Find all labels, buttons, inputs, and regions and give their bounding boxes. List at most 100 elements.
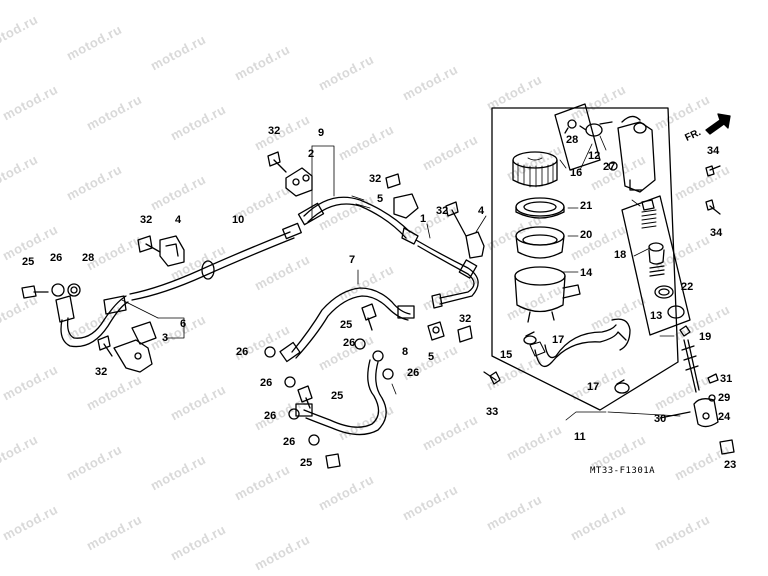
callout-28-left: 28 <box>82 252 95 264</box>
hose-joint <box>579 123 603 137</box>
washer-26-d <box>288 408 300 420</box>
washer-28-left <box>67 283 81 297</box>
callout-16: 16 <box>570 167 583 179</box>
callout-26-d: 26 <box>264 410 277 422</box>
callout-6: 6 <box>180 318 187 330</box>
clevis-pin <box>659 411 691 419</box>
secondary-cup <box>654 285 674 299</box>
callout-21: 21 <box>580 200 593 212</box>
callout-11: 11 <box>574 431 586 443</box>
callout-2: 2 <box>308 148 315 160</box>
callout-4-left: 4 <box>175 214 182 226</box>
callout-5-top: 5 <box>377 193 384 205</box>
reservoir-body <box>514 266 581 323</box>
callout-8: 8 <box>402 346 409 358</box>
callout-32-right: 32 <box>436 205 449 217</box>
washer-26-left <box>51 283 65 297</box>
callout-34-upper: 34 <box>707 145 720 157</box>
callout-26-left: 26 <box>50 252 63 264</box>
bolt-32-left <box>137 235 161 253</box>
bolt-25-a <box>361 303 377 331</box>
washer-29 <box>708 394 716 402</box>
callout-5-lower: 5 <box>428 351 435 363</box>
reservoir-hose <box>529 318 631 368</box>
push-rod <box>679 325 700 393</box>
bolt-32-lower-left <box>97 335 113 357</box>
bolt-32-top <box>267 151 287 173</box>
callout-18: 18 <box>614 249 627 261</box>
callout-3: 3 <box>162 332 169 344</box>
bolt-32-right <box>445 201 467 237</box>
brake-pipe-left <box>55 295 129 348</box>
callout-17-upper: 17 <box>552 334 565 346</box>
callout-25-a: 25 <box>340 319 353 331</box>
callout-1: 1 <box>420 213 427 225</box>
callout-34-lower: 34 <box>710 227 723 239</box>
callout-26-f: 26 <box>407 367 420 379</box>
callout-7: 7 <box>349 254 356 266</box>
piston-spring <box>641 199 657 229</box>
callout-26-e: 26 <box>283 436 296 448</box>
callout-29: 29 <box>718 392 731 404</box>
callout-33: 33 <box>486 406 499 418</box>
bolt-25-left <box>21 285 49 299</box>
washer-26-b <box>354 338 366 350</box>
washer-28-left-hole <box>70 286 78 294</box>
callout-32-mid: 32 <box>369 173 382 185</box>
callout-23: 23 <box>724 459 737 471</box>
hose-clip-lower <box>614 379 630 394</box>
callout-15: 15 <box>500 349 513 361</box>
leader-lines <box>121 135 681 421</box>
callout-27: 27 <box>603 161 616 173</box>
callout-25-left: 25 <box>22 256 35 268</box>
callout-25-c: 25 <box>300 457 313 469</box>
callout-25-b: 25 <box>331 390 344 402</box>
joint-5-lower <box>427 321 445 341</box>
callout-14: 14 <box>580 267 593 279</box>
callout-32-bottom: 32 <box>459 313 472 325</box>
piston <box>648 242 665 277</box>
brake-line-1 <box>415 239 479 309</box>
callout-32-left: 32 <box>140 214 153 226</box>
diaphragm <box>515 226 565 259</box>
cotter-pin-31 <box>707 373 719 384</box>
washer-26-f <box>382 368 394 380</box>
callout-4-right: 4 <box>478 205 485 217</box>
brake-hose-left <box>129 222 302 301</box>
callout-32-lower-left: 32 <box>95 366 108 378</box>
bolt-34-lower <box>705 199 721 215</box>
diaphragm-plate <box>515 197 565 219</box>
hose-clamp-5-top <box>393 193 419 219</box>
callout-30: 30 <box>654 413 667 425</box>
bolt-32-mid <box>385 173 401 189</box>
clevis <box>693 398 719 428</box>
brake-hose-lower <box>279 287 415 363</box>
hose-clamp-4-left <box>159 235 185 267</box>
hose-clamp-2 <box>285 167 313 197</box>
oring-27 <box>608 161 618 171</box>
circlip-13 <box>667 305 685 319</box>
callout-32-top: 32 <box>268 125 281 137</box>
hose-clamp-4-right <box>465 231 485 259</box>
callout-31: 31 <box>720 373 733 385</box>
callout-22: 22 <box>681 281 694 293</box>
callout-19: 19 <box>699 331 712 343</box>
hose-clip-upper <box>523 331 537 345</box>
callout-28-top: 28 <box>566 134 579 146</box>
callout-10: 10 <box>232 214 245 226</box>
bolt-25-c <box>325 453 341 469</box>
callout-26-a: 26 <box>236 346 249 358</box>
cotter-pin-23 <box>719 439 735 455</box>
cap-group-frame <box>554 103 601 171</box>
bolt-33 <box>483 371 501 385</box>
callout-24: 24 <box>718 411 731 423</box>
reservoir-cap <box>512 151 558 188</box>
callout-20: 20 <box>580 229 593 241</box>
callout-26-b: 26 <box>343 337 356 349</box>
master-cylinder <box>599 115 656 193</box>
bolt-32-bottom <box>457 325 473 343</box>
callout-26-c: 26 <box>260 377 273 389</box>
washer-26-c <box>284 376 296 388</box>
